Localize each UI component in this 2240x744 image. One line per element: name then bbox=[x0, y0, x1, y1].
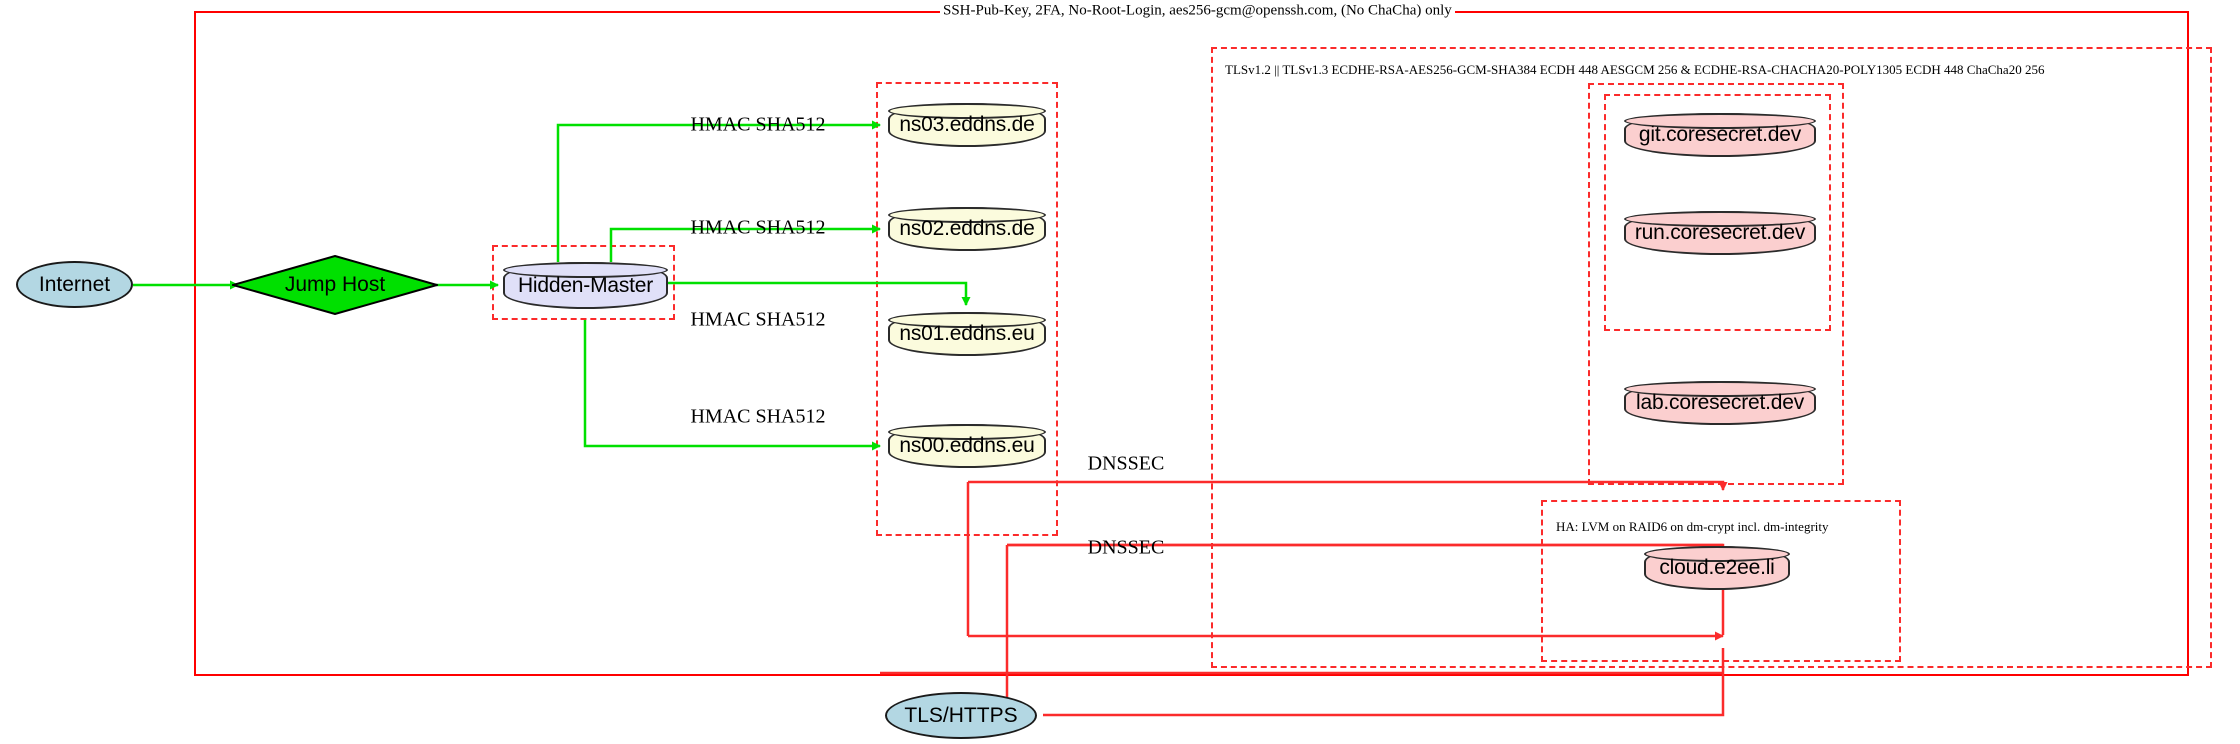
cluster-label-ha-boundary: HA: LVM on RAID6 on dm-crypt incl. dm-in… bbox=[1553, 520, 1832, 533]
node-git-coresecret-dev[interactable]: git.coresecret.dev bbox=[1624, 113, 1816, 157]
node-tls-https-label: TLS/HTTPS bbox=[904, 703, 1018, 727]
node-cloud-e2ee-li[interactable]: cloud.e2ee.li bbox=[1644, 546, 1790, 590]
node-ns00-eddns-eu-label: ns00.eddns.eu bbox=[899, 434, 1035, 457]
node-cloud-e2ee-li-label: cloud.e2ee.li bbox=[1659, 556, 1775, 579]
node-internet[interactable]: Internet bbox=[16, 261, 133, 308]
node-ns00-eddns-eu[interactable]: ns00.eddns.eu bbox=[888, 424, 1046, 468]
node-ns02-eddns-de[interactable]: ns02.eddns.de bbox=[888, 207, 1046, 251]
node-ns01-eddns-eu[interactable]: ns01.eddns.eu bbox=[888, 312, 1046, 356]
node-run-coresecret-dev-label: run.coresecret.dev bbox=[1634, 221, 1806, 244]
edge-label-dnssec-upper: DNSSEC bbox=[1087, 452, 1165, 475]
edge-label-hmac-ns01: HMAC SHA512 bbox=[690, 308, 826, 331]
node-jump-host-label: Jump Host bbox=[284, 273, 386, 296]
node-ns01-eddns-eu-label: ns01.eddns.eu bbox=[899, 322, 1035, 345]
node-ns03-eddns-de[interactable]: ns03.eddns.de bbox=[888, 103, 1046, 147]
cluster-label-outer-ssh-boundary: SSH-Pub-Key, 2FA, No-Root-Login, aes256-… bbox=[940, 3, 1455, 19]
node-hidden-master[interactable]: Hidden-Master bbox=[503, 262, 668, 309]
node-run-coresecret-dev[interactable]: run.coresecret.dev bbox=[1624, 211, 1816, 255]
node-jump-host[interactable]: Jump Host bbox=[232, 255, 438, 315]
node-lab-coresecret-dev[interactable]: lab.coresecret.dev bbox=[1624, 381, 1816, 425]
node-hidden-master-label: Hidden-Master bbox=[517, 273, 654, 297]
edge-label-dnssec-lower: DNSSEC bbox=[1087, 536, 1165, 559]
node-ns02-eddns-de-label: ns02.eddns.de bbox=[899, 217, 1035, 240]
node-ns03-eddns-de-label: ns03.eddns.de bbox=[899, 113, 1035, 136]
node-tls-https[interactable]: TLS/HTTPS bbox=[885, 692, 1037, 739]
cluster-coresecret-inner-boundary bbox=[1604, 94, 1831, 331]
edge-label-hmac-ns00: HMAC SHA512 bbox=[690, 405, 826, 428]
node-internet-label: Internet bbox=[38, 272, 111, 296]
edge-label-hmac-ns03: HMAC SHA512 bbox=[690, 113, 826, 136]
edge-label-hmac-ns02: HMAC SHA512 bbox=[690, 216, 826, 239]
cluster-label-tls-boundary: TLSv1.2 || TLSv1.3 ECDHE-RSA-AES256-GCM-… bbox=[1222, 63, 2048, 76]
node-git-coresecret-dev-label: git.coresecret.dev bbox=[1638, 123, 1802, 146]
node-lab-coresecret-dev-label: lab.coresecret.dev bbox=[1636, 391, 1804, 414]
